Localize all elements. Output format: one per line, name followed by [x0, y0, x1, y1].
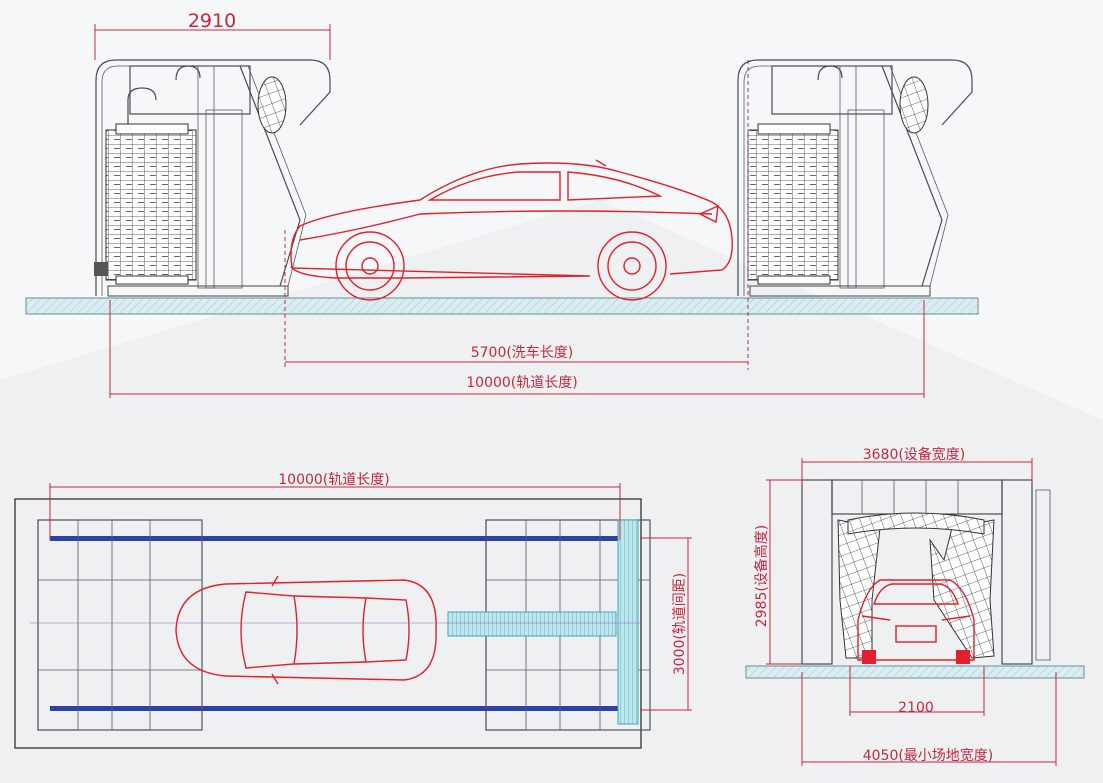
inner-width-dimension: 2100: [898, 700, 934, 716]
left-top-brush: [257, 76, 287, 134]
side-view: 2910 5700(洗车长度) 10000(轨道长度): [25, 10, 979, 398]
top-spray-bar-horizontal: [447, 611, 617, 637]
track-spacing-dimension: 3000(轨道间距): [672, 573, 688, 676]
top-site-outline: [14, 498, 642, 749]
machine-width-dimension: 2910: [188, 10, 236, 32]
top-view: 10000(轨道长度) 3000(轨道间距): [14, 472, 692, 749]
left-wash-gantry: [94, 59, 331, 297]
top-car-outline: [175, 575, 437, 685]
front-car-outline: [857, 579, 975, 664]
side-car-front-wheel: [335, 231, 405, 301]
top-rail-lower: [50, 706, 620, 711]
top-spray-bar-vertical: [617, 519, 639, 725]
top-track-length-dimension: 10000(轨道长度): [278, 472, 389, 488]
track-length-dimension: 10000(轨道长度): [466, 375, 577, 391]
right-top-brush: [899, 76, 929, 134]
front-top-brush: [847, 512, 985, 535]
right-wash-gantry: [737, 59, 973, 297]
background-decoration: [0, 200, 1103, 783]
front-right-brush: [929, 519, 995, 659]
right-side-brush: [747, 129, 839, 281]
side-car-rear-wheel: [597, 231, 667, 301]
side-car-outline: [290, 159, 733, 301]
top-rail-upper: [50, 536, 620, 541]
left-side-brush: [105, 129, 197, 281]
front-view: 3680(设备宽度) 2985(设备高度) 2100 4050(最小场地宽度): [745, 446, 1085, 766]
side-dimensions: 2910 5700(洗车长度) 10000(轨道长度): [94, 10, 925, 398]
equipment-width-dimension: 3680(设备宽度): [863, 446, 966, 463]
wash-length-dimension: 5700(洗车长度): [471, 344, 574, 361]
min-site-width-dimension: 4050(最小场地宽度): [863, 747, 994, 764]
equipment-height-dimension: 2985(设备高度): [753, 525, 770, 628]
